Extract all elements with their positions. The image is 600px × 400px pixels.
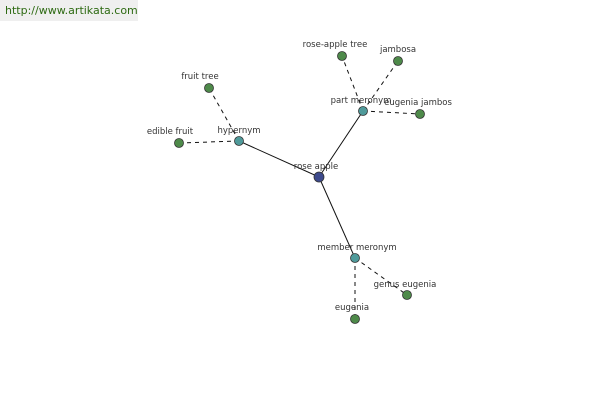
node-eugenia[interactable]: [350, 314, 360, 324]
labels-layer: rose apple hypernym part meronym member mer…: [147, 40, 453, 313]
label-eugenia-jambos[interactable]: eugenia jambos: [384, 98, 452, 108]
label-edible-fruit[interactable]: edible fruit: [147, 127, 194, 137]
edge-rose-apple-to-member-meronym: [318, 176, 356, 259]
label-rose-apple-tree[interactable]: rose-apple tree: [303, 40, 368, 50]
node-fruit-tree[interactable]: [204, 83, 214, 93]
label-hypernym[interactable]: hypernym: [217, 126, 260, 136]
edge-rose-apple-to-part-meronym: [318, 110, 364, 178]
node-rose-apple[interactable]: [313, 171, 325, 183]
edge-part-meronym-to-jambosa: [362, 60, 399, 112]
label-eugenia[interactable]: eugenia: [335, 303, 369, 313]
label-member-meronym[interactable]: member meronym: [317, 243, 396, 253]
label-rose-apple[interactable]: rose apple: [294, 162, 338, 172]
edge-rose-apple-to-hypernym: [238, 140, 320, 178]
edge-hypernym-to-fruit-tree: [208, 87, 240, 142]
label-genus-eugenia[interactable]: genus eugenia: [374, 280, 437, 290]
site-url-link[interactable]: http://www.artikata.com: [0, 0, 138, 21]
label-fruit-tree[interactable]: fruit tree: [181, 72, 218, 82]
edge-part-meronym-to-rose-apple-tree: [341, 55, 364, 112]
node-part-meronym[interactable]: [358, 106, 368, 116]
node-genus-eugenia[interactable]: [402, 290, 412, 300]
nodes-layer: [174, 51, 425, 324]
label-jambosa[interactable]: jambosa: [379, 45, 416, 55]
node-jambosa[interactable]: [393, 56, 403, 66]
node-edible-fruit[interactable]: [174, 138, 184, 148]
node-rose-apple-tree[interactable]: [337, 51, 347, 61]
edge-member-meronym-to-genus-eugenia: [354, 257, 408, 296]
edges-layer: [178, 55, 421, 319]
label-part-meronym[interactable]: part meronym: [331, 96, 392, 106]
edge-part-meronym-to-eugenia-jambos: [362, 110, 421, 115]
edge-hypernym-to-edible-fruit: [178, 140, 240, 144]
node-member-meronym[interactable]: [350, 253, 360, 263]
node-hypernym[interactable]: [234, 136, 244, 146]
node-eugenia-jambos[interactable]: [415, 109, 425, 119]
